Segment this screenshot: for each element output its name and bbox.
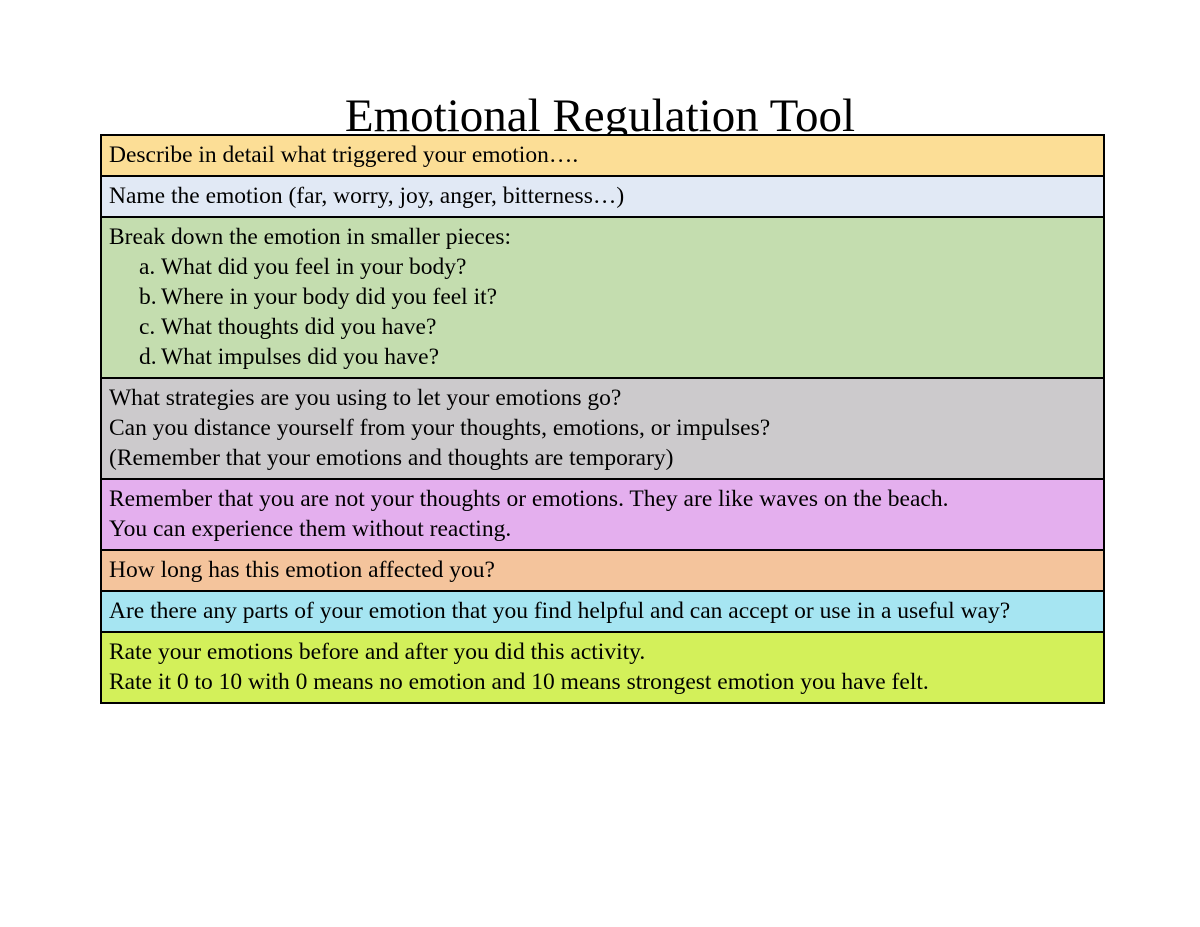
list-marker: c. [139,314,156,340]
list-marker: d. [139,344,157,370]
cell-line: Are there any parts of your emotion that… [109,598,1011,624]
row-break-down-emotion[interactable]: Break down the emotion in smaller pieces… [100,216,1105,379]
cell-line: Remember that you are not your thoughts … [109,486,949,512]
list-item: c.What thoughts did you have? [109,312,1097,342]
list-item: d.What impulses did you have? [109,342,1097,372]
worksheet-body: Describe in detail what triggered your e… [100,134,1105,704]
row-not-your-thoughts[interactable]: Remember that you are not your thoughts … [100,478,1105,551]
table-row: Name the emotion (far, worry, joy, anger… [100,175,1105,218]
page-title: Emotional Regulation Tool [344,90,856,143]
cell-line: You can experience them without reacting… [109,516,512,542]
cell-line: What strategies are you using to let you… [109,385,622,411]
table-row: What strategies are you using to let you… [100,377,1105,480]
row-helpful-parts[interactable]: Are there any parts of your emotion that… [100,590,1105,633]
list-marker: a. [139,254,156,280]
table-row: Break down the emotion in smaller pieces… [100,216,1105,379]
cell-line: Rate it 0 to 10 with 0 means no emotion … [109,669,929,695]
cell-line: Rate your emotions before and after you … [109,639,646,665]
row-strategies[interactable]: What strategies are you using to let you… [100,377,1105,480]
list-marker: b. [139,284,157,310]
cell-line: How long has this emotion affected you? [109,557,495,583]
row-how-long[interactable]: How long has this emotion affected you? [100,549,1105,592]
list-item-label: What thoughts did you have? [161,314,437,340]
row-rate-emotions[interactable]: Rate your emotions before and after you … [100,631,1105,704]
table-row: Remember that you are not your thoughts … [100,478,1105,551]
table-row: Describe in detail what triggered your e… [100,134,1105,177]
cell-line: (Remember that your emotions and thought… [109,445,674,471]
cell-line: Break down the emotion in smaller pieces… [109,224,512,250]
emotional-regulation-worksheet: Describe in detail what triggered your e… [100,134,1105,704]
list-item: a.What did you feel in your body? [109,252,1097,282]
table-row: How long has this emotion affected you? [100,549,1105,592]
table-row: Are there any parts of your emotion that… [100,590,1105,633]
list-item-label: Where in your body did you feel it? [161,284,498,310]
list-item: b.Where in your body did you feel it? [109,282,1097,312]
cell-line: Describe in detail what triggered your e… [109,142,579,168]
row-name-emotion[interactable]: Name the emotion (far, worry, joy, anger… [100,175,1105,218]
row-describe-trigger[interactable]: Describe in detail what triggered your e… [100,134,1105,177]
cell-line: Can you distance yourself from your thou… [109,415,771,441]
sub-question-list: a.What did you feel in your body? b.Wher… [109,252,1097,372]
table-row: Rate your emotions before and after you … [100,631,1105,704]
list-item-label: What did you feel in your body? [161,254,467,280]
cell-line: Name the emotion (far, worry, joy, anger… [109,183,625,209]
list-item-label: What impulses did you have? [161,344,440,370]
